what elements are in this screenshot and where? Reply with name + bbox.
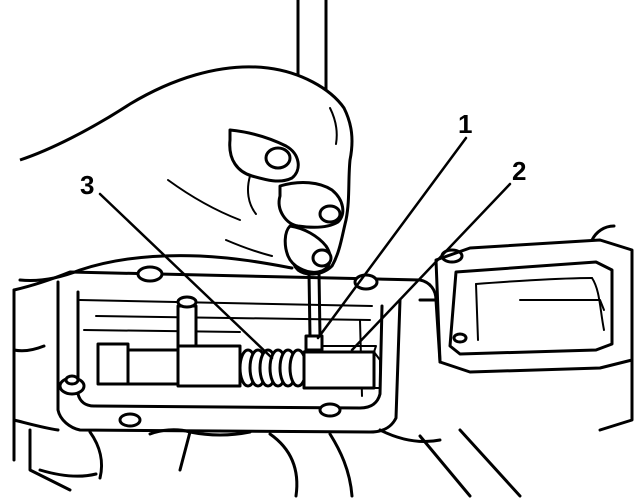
callout-2: 2 — [350, 156, 526, 352]
right-cover — [418, 224, 634, 432]
callout-1: 1 — [316, 109, 472, 340]
callout-1-leader — [316, 136, 468, 340]
callout-1-label: 1 — [458, 109, 472, 139]
callout-3: 3 — [80, 170, 274, 360]
callout-3-leader — [98, 192, 274, 360]
hand — [18, 65, 354, 282]
valve-assembly — [96, 295, 381, 390]
spring — [238, 348, 308, 388]
callout-3-label: 3 — [80, 170, 94, 200]
callout-2-leader — [350, 182, 512, 352]
callout-2-label: 2 — [512, 156, 526, 186]
